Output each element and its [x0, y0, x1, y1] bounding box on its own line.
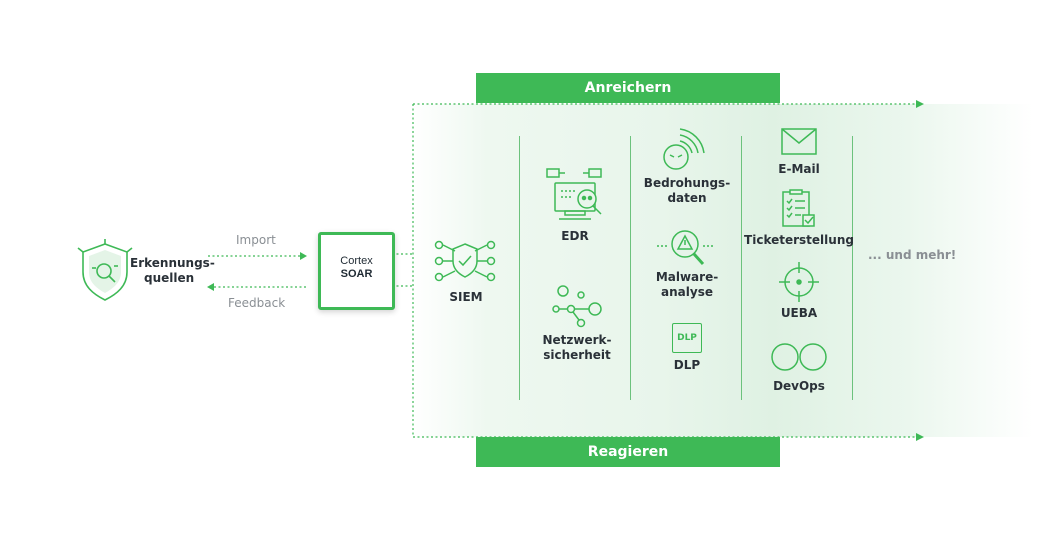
- malware-label: Malware-analyse: [655, 270, 719, 299]
- ticket-label: Ticketerstellung: [744, 233, 854, 247]
- computer-skull-icon: [546, 168, 602, 220]
- column-divider: [852, 136, 853, 400]
- threat-signal-icon: [663, 128, 705, 170]
- source-label: Erkennungs-quellen: [130, 256, 215, 285]
- edr-label: EDR: [561, 229, 589, 243]
- devops-label: DevOps: [773, 379, 825, 393]
- bedrohung-label: Bedrohungs-daten: [643, 176, 731, 205]
- checklist-icon: [782, 189, 815, 227]
- import-label: Import: [236, 233, 276, 247]
- shield-network-icon: [434, 240, 496, 282]
- infinity-icon: [771, 343, 827, 371]
- email-label: E-Mail: [778, 162, 820, 176]
- dlp-label: DLP: [673, 358, 701, 372]
- integration-panel: [413, 104, 1033, 437]
- column-divider: [630, 136, 631, 400]
- column-divider: [741, 136, 742, 400]
- column-divider: [519, 136, 520, 400]
- netzwerk-label: Netzwerk-sicherheit: [542, 333, 612, 362]
- respond-bar: Reagieren: [476, 437, 780, 467]
- siem-label: SIEM: [449, 290, 483, 304]
- crosshair-icon: [779, 262, 819, 302]
- warning-magnifier-icon: [657, 230, 713, 266]
- network-nodes-icon: [552, 285, 602, 328]
- more-label: ... und mehr!: [868, 248, 957, 262]
- shield-search-icon: [77, 239, 133, 301]
- envelope-icon: [781, 128, 817, 155]
- ueba-label: UEBA: [780, 306, 818, 320]
- cortex-soar-box: Cortex SOAR: [318, 232, 395, 310]
- dlp-icon: DLP: [672, 323, 702, 353]
- feedback-label: Feedback: [228, 296, 286, 310]
- enrich-bar: Anreichern: [476, 73, 780, 103]
